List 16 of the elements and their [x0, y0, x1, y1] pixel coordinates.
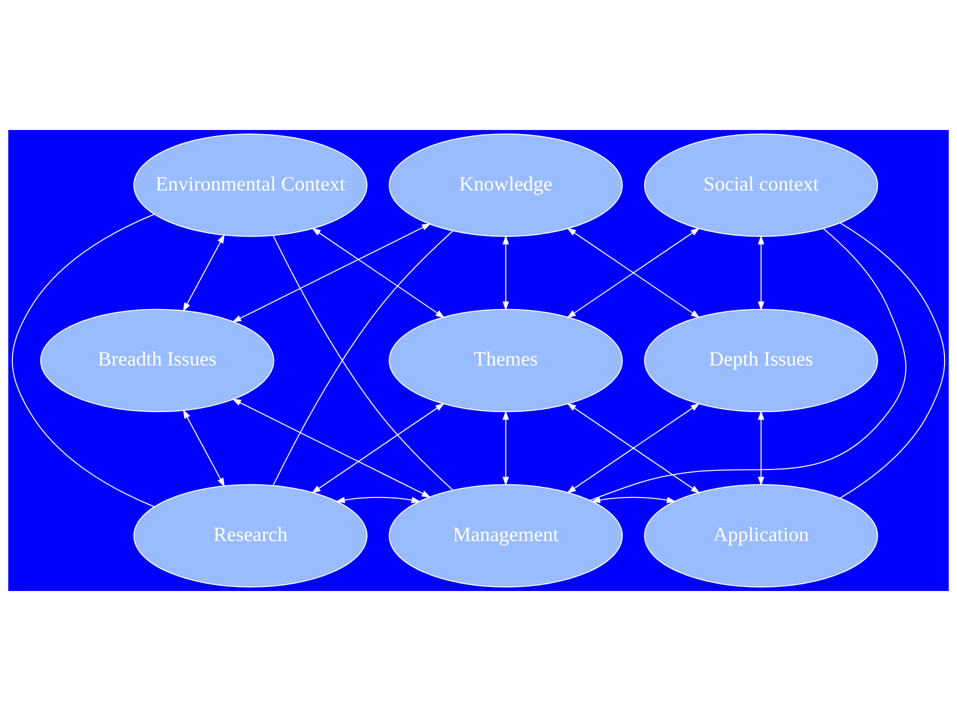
connector [840, 222, 946, 498]
arrow [312, 227, 445, 318]
connector [590, 228, 906, 500]
arrow [182, 234, 225, 312]
arrow [232, 398, 431, 498]
arrow [232, 222, 432, 322]
arrow [502, 410, 509, 486]
arrow [311, 402, 445, 493]
arrow [758, 410, 764, 486]
arrow [182, 408, 225, 487]
arrow [591, 496, 676, 503]
connector [12, 213, 154, 507]
arrow [502, 234, 509, 310]
node-ellipse: Breadth Issues [40, 308, 274, 412]
arrow [336, 496, 421, 503]
arrow [758, 234, 764, 310]
